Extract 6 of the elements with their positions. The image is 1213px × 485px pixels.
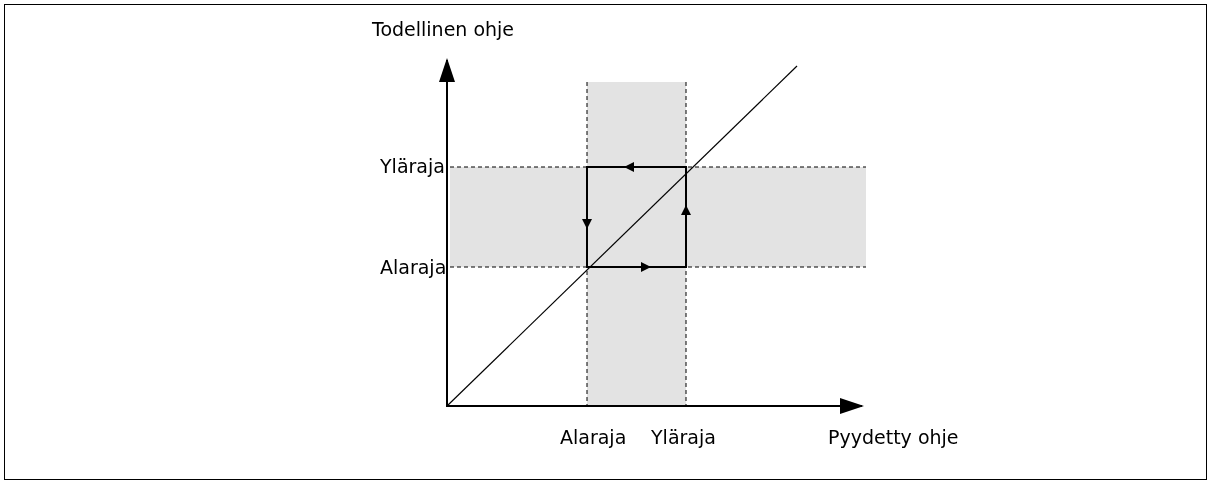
axis-tick-label: Yläraja bbox=[651, 426, 716, 448]
axis-title: Pyydetty ohje bbox=[828, 426, 959, 448]
axis-tick-label: Yläraja bbox=[380, 155, 445, 177]
axis-tick-label: Alaraja bbox=[380, 256, 447, 278]
axis-tick-label: Alaraja bbox=[560, 426, 627, 448]
axis-title: Todellinen ohje bbox=[372, 18, 515, 40]
